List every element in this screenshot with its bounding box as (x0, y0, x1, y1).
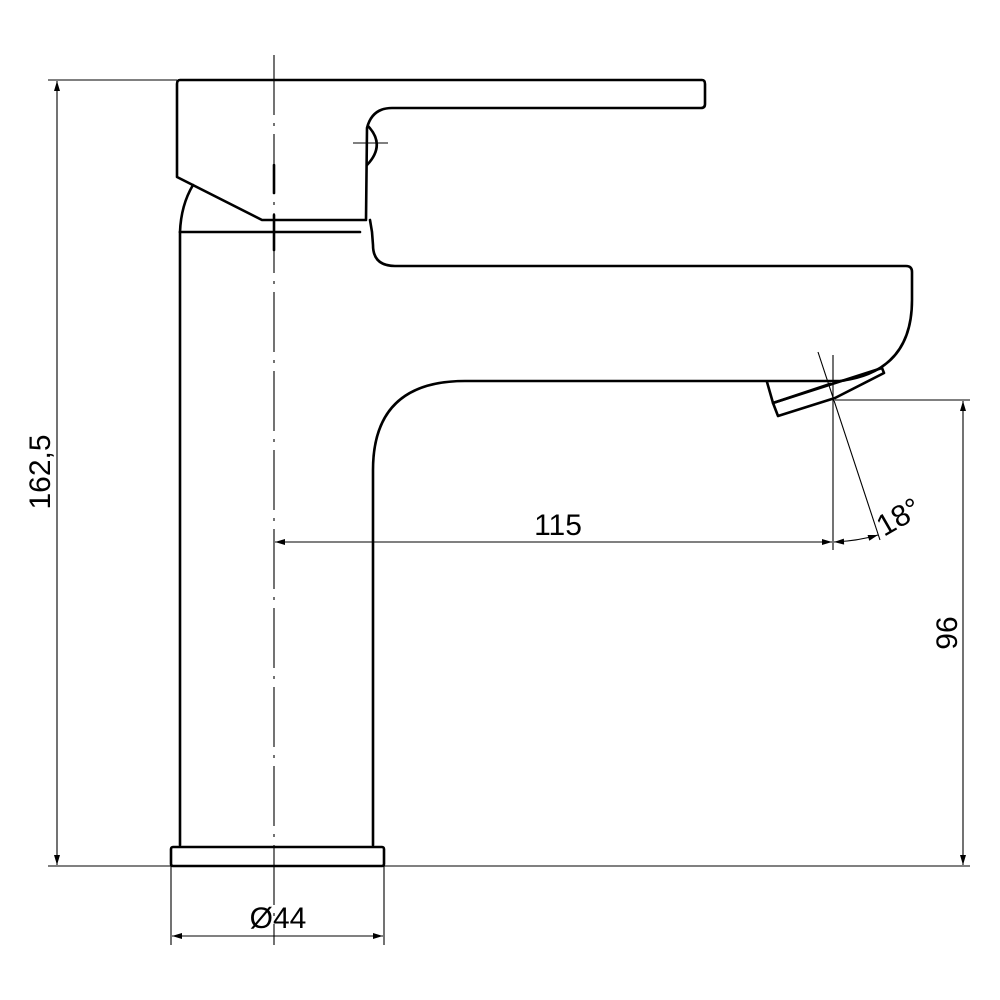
aerator-line (771, 366, 884, 405)
dim-angle-label: 18° (871, 492, 927, 543)
dim-angle-arc (833, 534, 879, 545)
dim-height-label: 162,5 (24, 434, 57, 509)
dim-spout-height-label: 96 (931, 616, 964, 649)
body-collar-arc (178, 183, 195, 234)
lever-pivot-ellipse (365, 124, 379, 167)
spout-axis-angled (817, 351, 881, 541)
tap-body (178, 218, 914, 847)
dim-diameter-label: Ø44 (250, 902, 307, 935)
dim-reach-label: 115 (534, 509, 582, 542)
lever-handle (175, 78, 707, 222)
base-plate (169, 845, 386, 868)
